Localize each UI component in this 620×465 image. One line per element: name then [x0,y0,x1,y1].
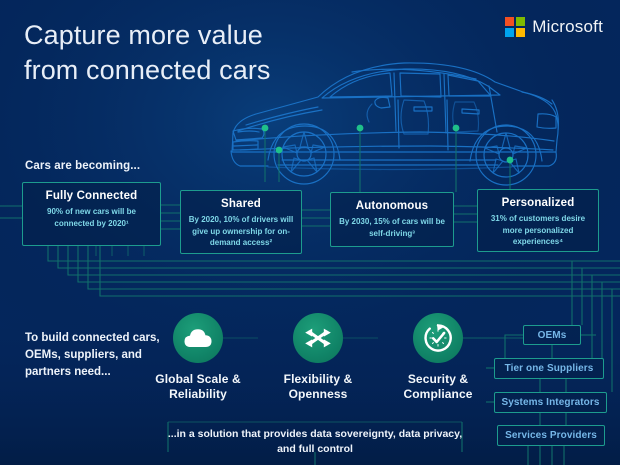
audience-card-systems-integrators[interactable]: Systems Integrators [494,392,607,413]
cloud-icon [184,329,212,347]
attribute-detail: By 2030, 15% of cars will be self-drivin… [339,217,445,238]
footer-statement: ...in a solution that provides data sove… [167,428,463,455]
pillar-icon-circle [173,313,223,363]
attribute-heading: Fully Connected [45,190,138,202]
logo-square-yellow [516,28,526,37]
pillar-icon-circle [293,313,343,363]
audience-card-tier-one-suppliers[interactable]: Tier one Suppliers [494,358,604,379]
pillar-security-compliance[interactable]: Security & Compliance [378,313,498,403]
attribute-heading: Shared [221,198,261,210]
attribute-card-autonomous[interactable]: Autonomous By 2030, 15% of cars will be … [330,192,454,247]
pillar-flexibility-openness[interactable]: Flexibility & Openness [258,313,378,403]
logo-square-red [505,17,515,26]
microsoft-logo-squares-icon [505,17,526,37]
page-title: Capture more value from connected cars [24,18,364,87]
title-line-2: from connected cars [24,54,271,85]
attribute-detail: 90% of new cars will be connected by 202… [47,207,136,228]
pillar-caption-line-1: Global Scale & [155,372,241,386]
to-build-label: To build connected cars, OEMs, suppliers… [25,332,160,379]
attribute-card-fully-connected[interactable]: Fully Connected 90% of new cars will be … [22,182,161,246]
attribute-heading: Personalized [501,197,575,209]
pillar-caption-line-2: Compliance [403,387,473,402]
pillar-caption-line-1: Flexibility & [283,372,353,386]
logo-square-blue [505,28,515,37]
pillar-caption: Flexibility & Openness [258,372,378,403]
attribute-card-shared[interactable]: Shared By 2020, 10% of drivers will give… [180,190,302,254]
audience-card-services-providers[interactable]: Services Providers [497,425,605,446]
cars-are-becoming-label: Cars are becoming... [25,160,141,172]
logo-square-green [516,17,526,26]
attribute-card-personalized[interactable]: Personalized 31% of customers desire mor… [477,189,599,252]
attribute-heading: Autonomous [355,200,429,212]
pillar-caption-line-1: Security & [407,372,469,386]
microsoft-wordmark: Microsoft [532,17,603,36]
attribute-detail: By 2020, 10% of drivers will give up own… [188,215,294,248]
title-line-1: Capture more value [24,20,263,50]
shuffle-arrows-icon [305,328,331,348]
pillar-icon-circle [413,313,463,363]
pillar-caption-line-2: Openness [288,387,348,402]
audience-card-oems[interactable]: OEMs [523,325,581,345]
attribute-detail: 31% of customers desire more personalize… [490,214,586,247]
pillar-caption-line-2: Reliability [169,387,227,402]
sensor-dots [261,124,514,164]
microsoft-logo: Microsoft [505,17,603,37]
clock-check-icon [424,323,452,352]
pillar-caption: Global Scale & Reliability [138,372,258,403]
pillar-caption: Security & Compliance [378,372,498,403]
pillar-global-scale-reliability[interactable]: Global Scale & Reliability [138,313,258,403]
